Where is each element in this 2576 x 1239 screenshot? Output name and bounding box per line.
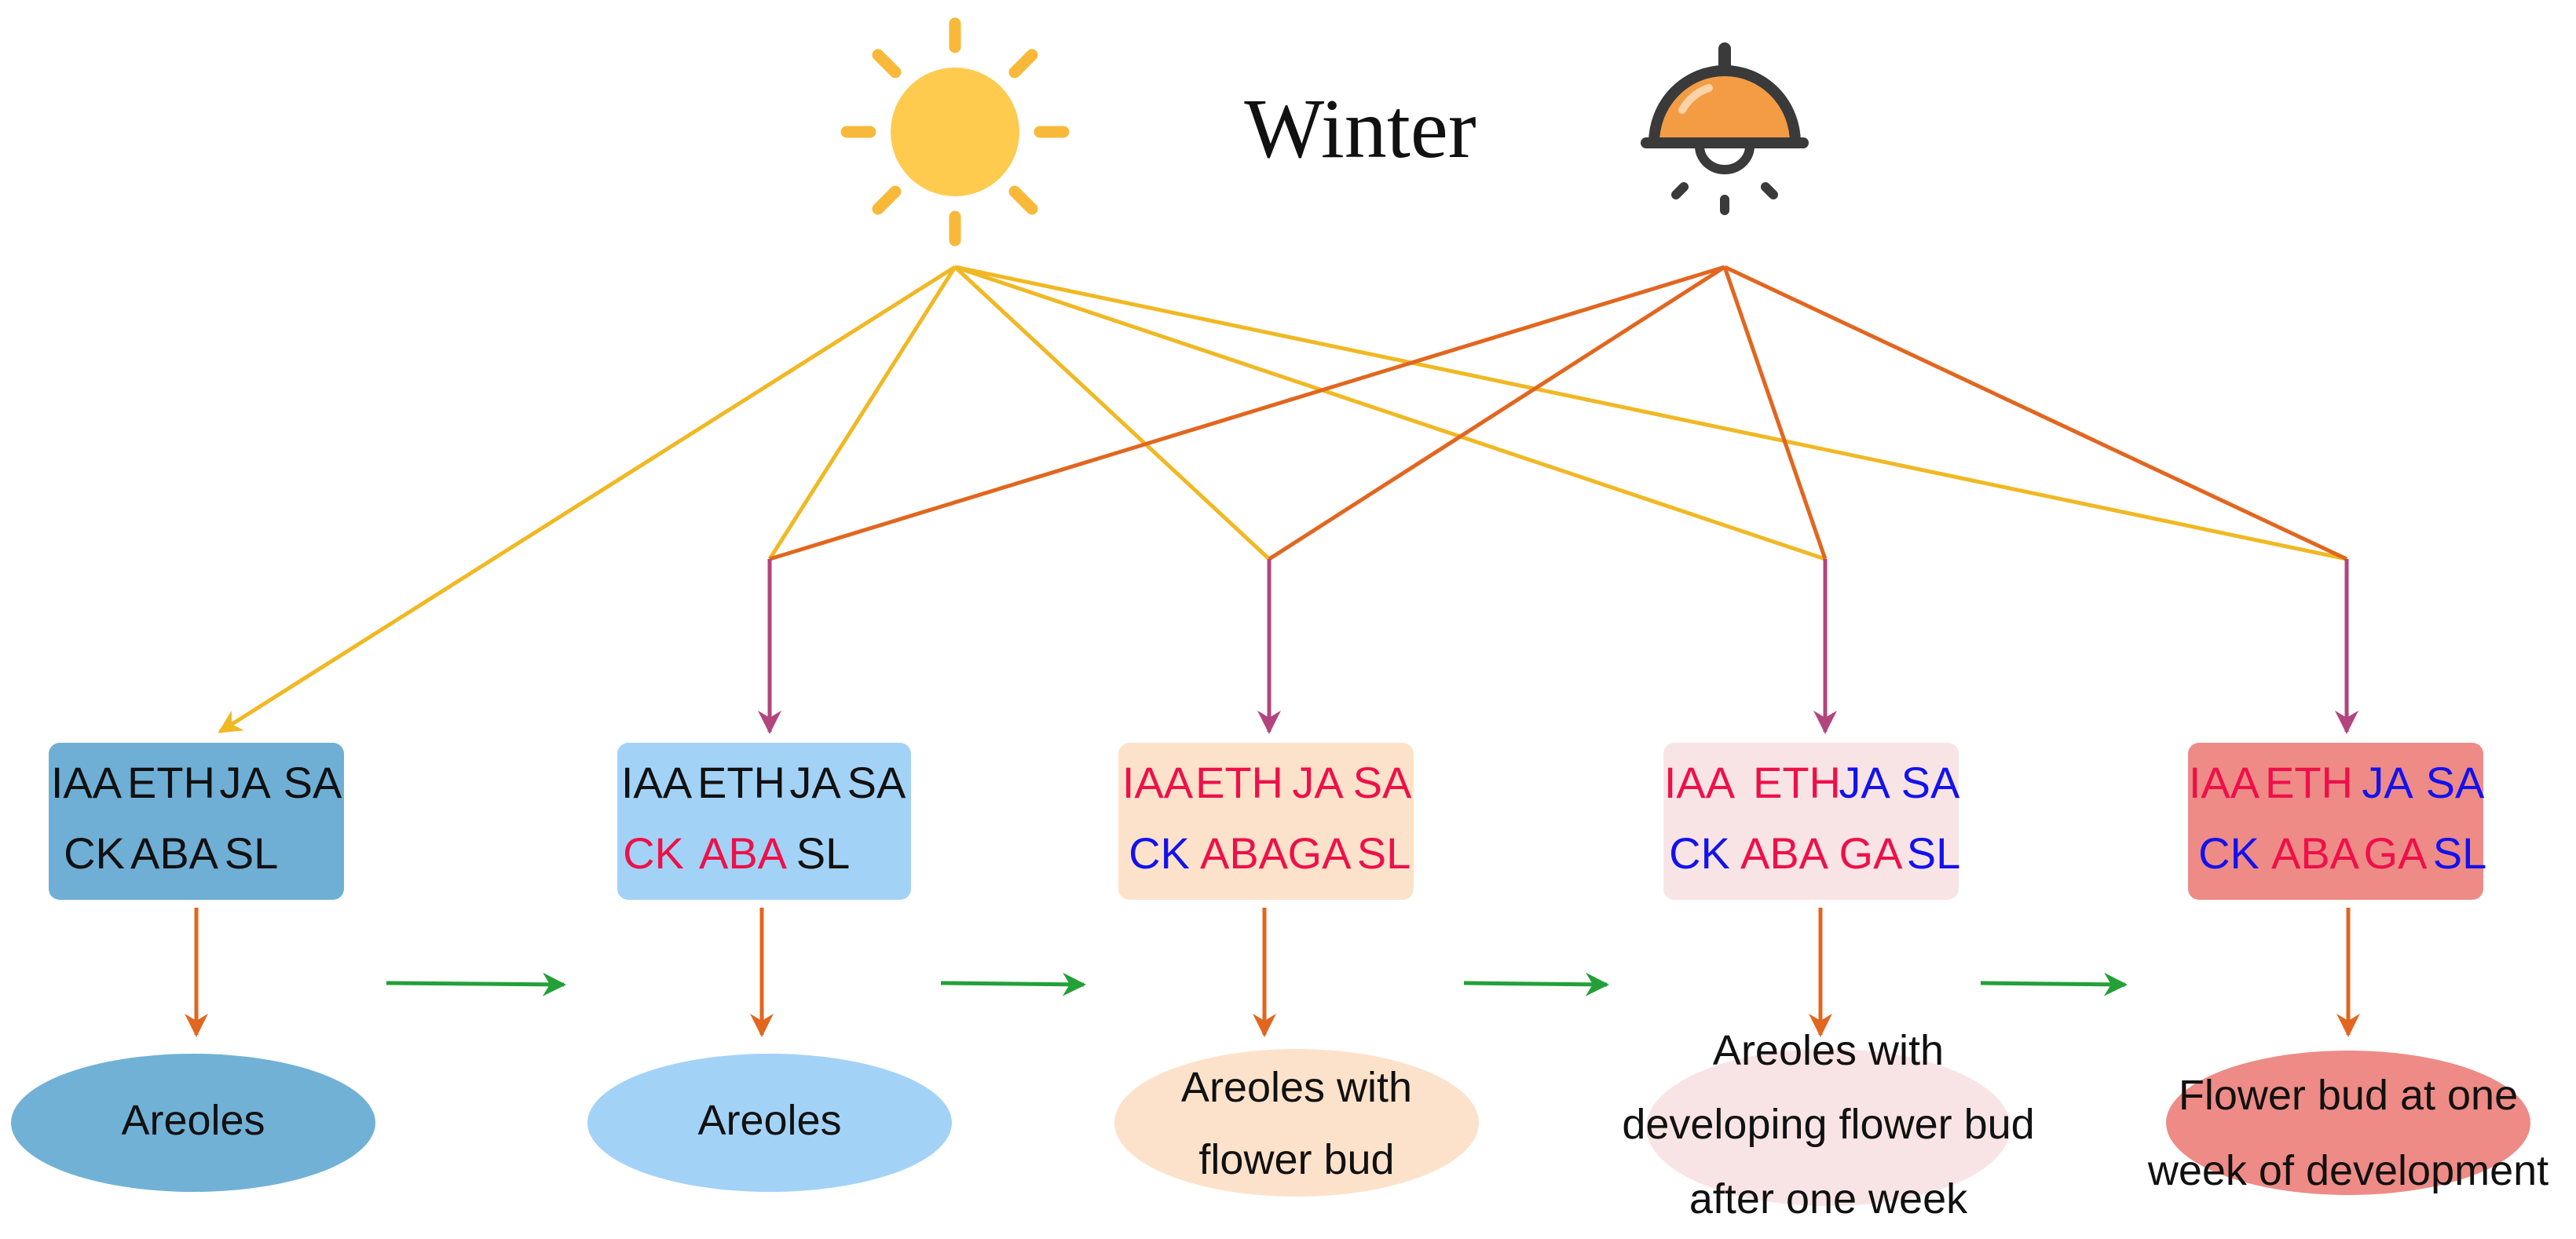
hormone-label: SA: [284, 758, 342, 807]
stage-arrow-2: [940, 972, 1086, 996]
hormone-label: ABA: [130, 828, 219, 878]
structure-label: week of development: [2147, 1147, 2549, 1194]
sun-line-stage-3: [953, 265, 1271, 561]
hormone-box: [49, 743, 344, 900]
hormone-label: SA: [847, 758, 906, 807]
hormone-label: ABA: [1200, 828, 1289, 878]
hormone-input-arrows: [758, 559, 2358, 734]
structure-ellipse: [1646, 1049, 2011, 1206]
lamp-line-stage-5: [1723, 265, 2348, 561]
sun-line-stage-4: [954, 265, 1826, 561]
structure-label: flower bud: [1198, 1136, 1394, 1183]
hormone-label: IAA: [621, 758, 693, 807]
stage-progression-arrows: [386, 972, 2128, 996]
hormone-label: SL: [2433, 828, 2487, 878]
hormone-label: ETH: [1195, 758, 1283, 807]
hormone-label: SA: [2426, 758, 2485, 807]
hormone-box: [2188, 743, 2483, 900]
hormone-label: IAA: [1664, 758, 1736, 807]
hormone-label: JA: [1292, 758, 1344, 807]
hormone-label: IAA: [1122, 758, 1194, 807]
hormone-label: ETH: [2265, 758, 2353, 807]
hormone-box: [617, 743, 911, 900]
sun-icon: [840, 17, 1070, 247]
hormone-label: GA: [1839, 828, 1904, 878]
hormone-label: GA: [1288, 828, 1352, 878]
sun-line-stage-1: [218, 265, 957, 734]
sun-line-stage-2: [767, 265, 957, 561]
hormone-label: SA: [1901, 758, 1960, 807]
hormone-box: [1663, 743, 1959, 900]
hormone-label: ABA: [2271, 828, 2360, 878]
hormone-label: SL: [225, 828, 279, 878]
hormone-label: JA: [1839, 758, 1890, 807]
structure-ellipse: [587, 1054, 952, 1192]
diagram-title: Winter: [1244, 82, 1476, 176]
hormone-label: JA: [789, 758, 841, 807]
lamp-line-stage-2: [769, 265, 1725, 561]
hormone-label: IAA: [51, 758, 123, 807]
hormone-label: IAA: [2189, 758, 2260, 807]
stage-arrow-3: [1463, 972, 1609, 996]
hormone-label: JA: [219, 758, 271, 807]
structure-ellipse: [2166, 1051, 2530, 1195]
sun-line-stage-5: [954, 265, 2347, 561]
structure-label: Areoles with: [1181, 1064, 1412, 1111]
hormone-label: SL: [1907, 828, 1961, 878]
structure-ellipse: [11, 1054, 375, 1192]
structure-label: Areoles: [697, 1097, 841, 1144]
hormone-label: ETH: [1753, 758, 1841, 807]
structure-label: Areoles: [121, 1097, 265, 1144]
hormone-label: ETH: [127, 758, 215, 807]
stage-arrow-1: [386, 972, 566, 996]
hormone-label: SL: [1357, 828, 1411, 878]
lamp-line-stage-4: [1722, 266, 1828, 560]
hormone-box: [1118, 743, 1414, 900]
structure-label: Flower bud at one: [2179, 1072, 2518, 1119]
hormone-label: SA: [1353, 758, 1412, 807]
hormone-label: CK: [1129, 828, 1190, 878]
hormone-label: CK: [64, 828, 125, 878]
hormone-label: GA: [2364, 828, 2428, 878]
lamp-icon: [1641, 42, 1809, 215]
hormone-label: CK: [623, 828, 684, 878]
hormone-label: CK: [2198, 828, 2259, 878]
stage-arrow-4: [1980, 972, 2128, 996]
structure-label: Areoles with: [1713, 1027, 1944, 1074]
hormone-label: ETH: [697, 758, 785, 807]
hormone-label: CK: [1669, 828, 1730, 878]
lamp-line-stage-3: [1268, 265, 1726, 561]
structure-ellipse: [1114, 1049, 1479, 1197]
hormone-label: JA: [2362, 758, 2413, 807]
light-lines: [218, 265, 2348, 734]
hormone-label: ABA: [1740, 828, 1829, 878]
structure-label: after one week: [1689, 1175, 1968, 1223]
structure-label: developing flower bud: [1622, 1101, 2034, 1148]
hormone-label: SL: [796, 828, 851, 878]
hormone-label: ABA: [699, 828, 788, 878]
